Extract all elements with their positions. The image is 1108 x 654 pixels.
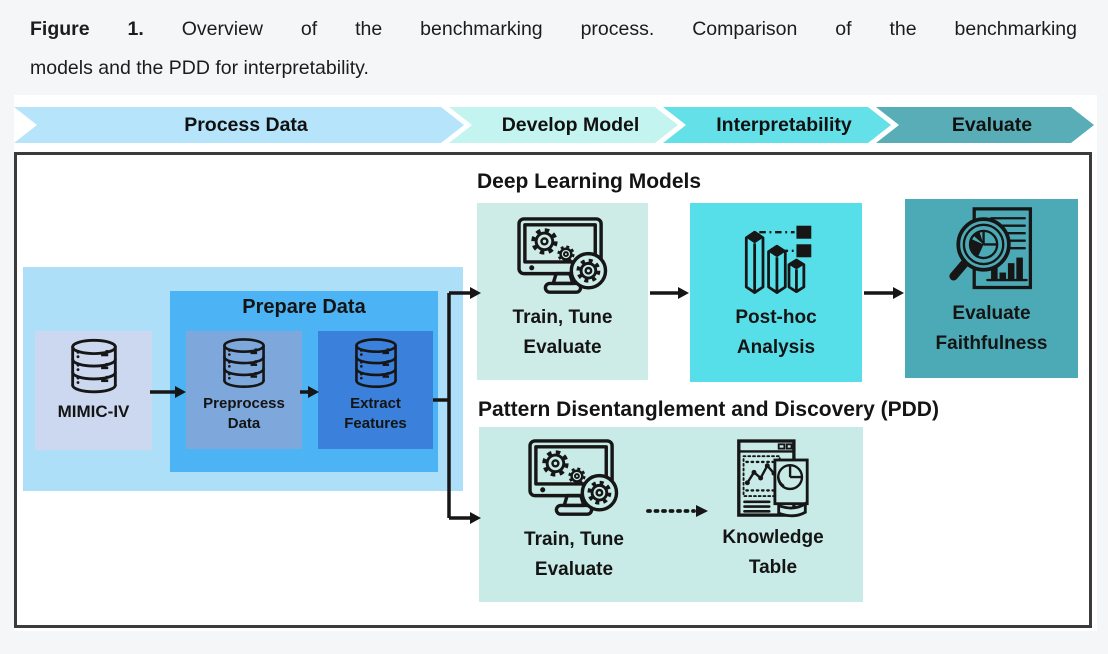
stage-interpretability: Interpretability (663, 107, 891, 143)
node-label: MIMIC-IV (57, 402, 130, 421)
connector-prepare-to-branches (433, 287, 481, 524)
arrow-preprocess-to-extract (300, 386, 319, 398)
deep-learning-heading: Deep Learning Models (477, 170, 702, 193)
prepare-data-title: Prepare Data (242, 296, 366, 318)
bar-chart-3d-icon (744, 225, 812, 294)
caption-line-2: models and the PDD for interpretability. (30, 57, 369, 79)
pdd-heading: Pattern Disentanglement and Discovery (P… (478, 398, 939, 421)
figure-caption: Figure 1. Overview of the benchmarking p… (30, 10, 1077, 88)
database-icon (70, 338, 117, 394)
computer-gears-icon (528, 439, 619, 516)
caption-figure-label: Figure 1. (30, 18, 144, 40)
computer-gears-icon (516, 217, 607, 294)
arrow-posthoc-to-evaluate (864, 287, 904, 299)
database-icon (354, 338, 397, 388)
stage-evaluate: Evaluate (876, 107, 1094, 143)
node-mimic-iv: MIMIC-IV (35, 331, 152, 450)
stage-develop-model: Develop Model (449, 107, 678, 143)
arrow-mimic-to-preprocess (150, 386, 186, 398)
stage-process-data: Process Data (14, 107, 464, 143)
database-icon (223, 338, 265, 388)
knowledge-table-icon (737, 439, 809, 518)
arrow-train-to-posthoc (650, 287, 689, 299)
dotted-arrow-train-to-knowledge (646, 505, 708, 517)
magnifier-report-icon (948, 207, 1032, 290)
caption-line-1: Figure 1. Overview of the benchmarking p… (30, 18, 1077, 40)
